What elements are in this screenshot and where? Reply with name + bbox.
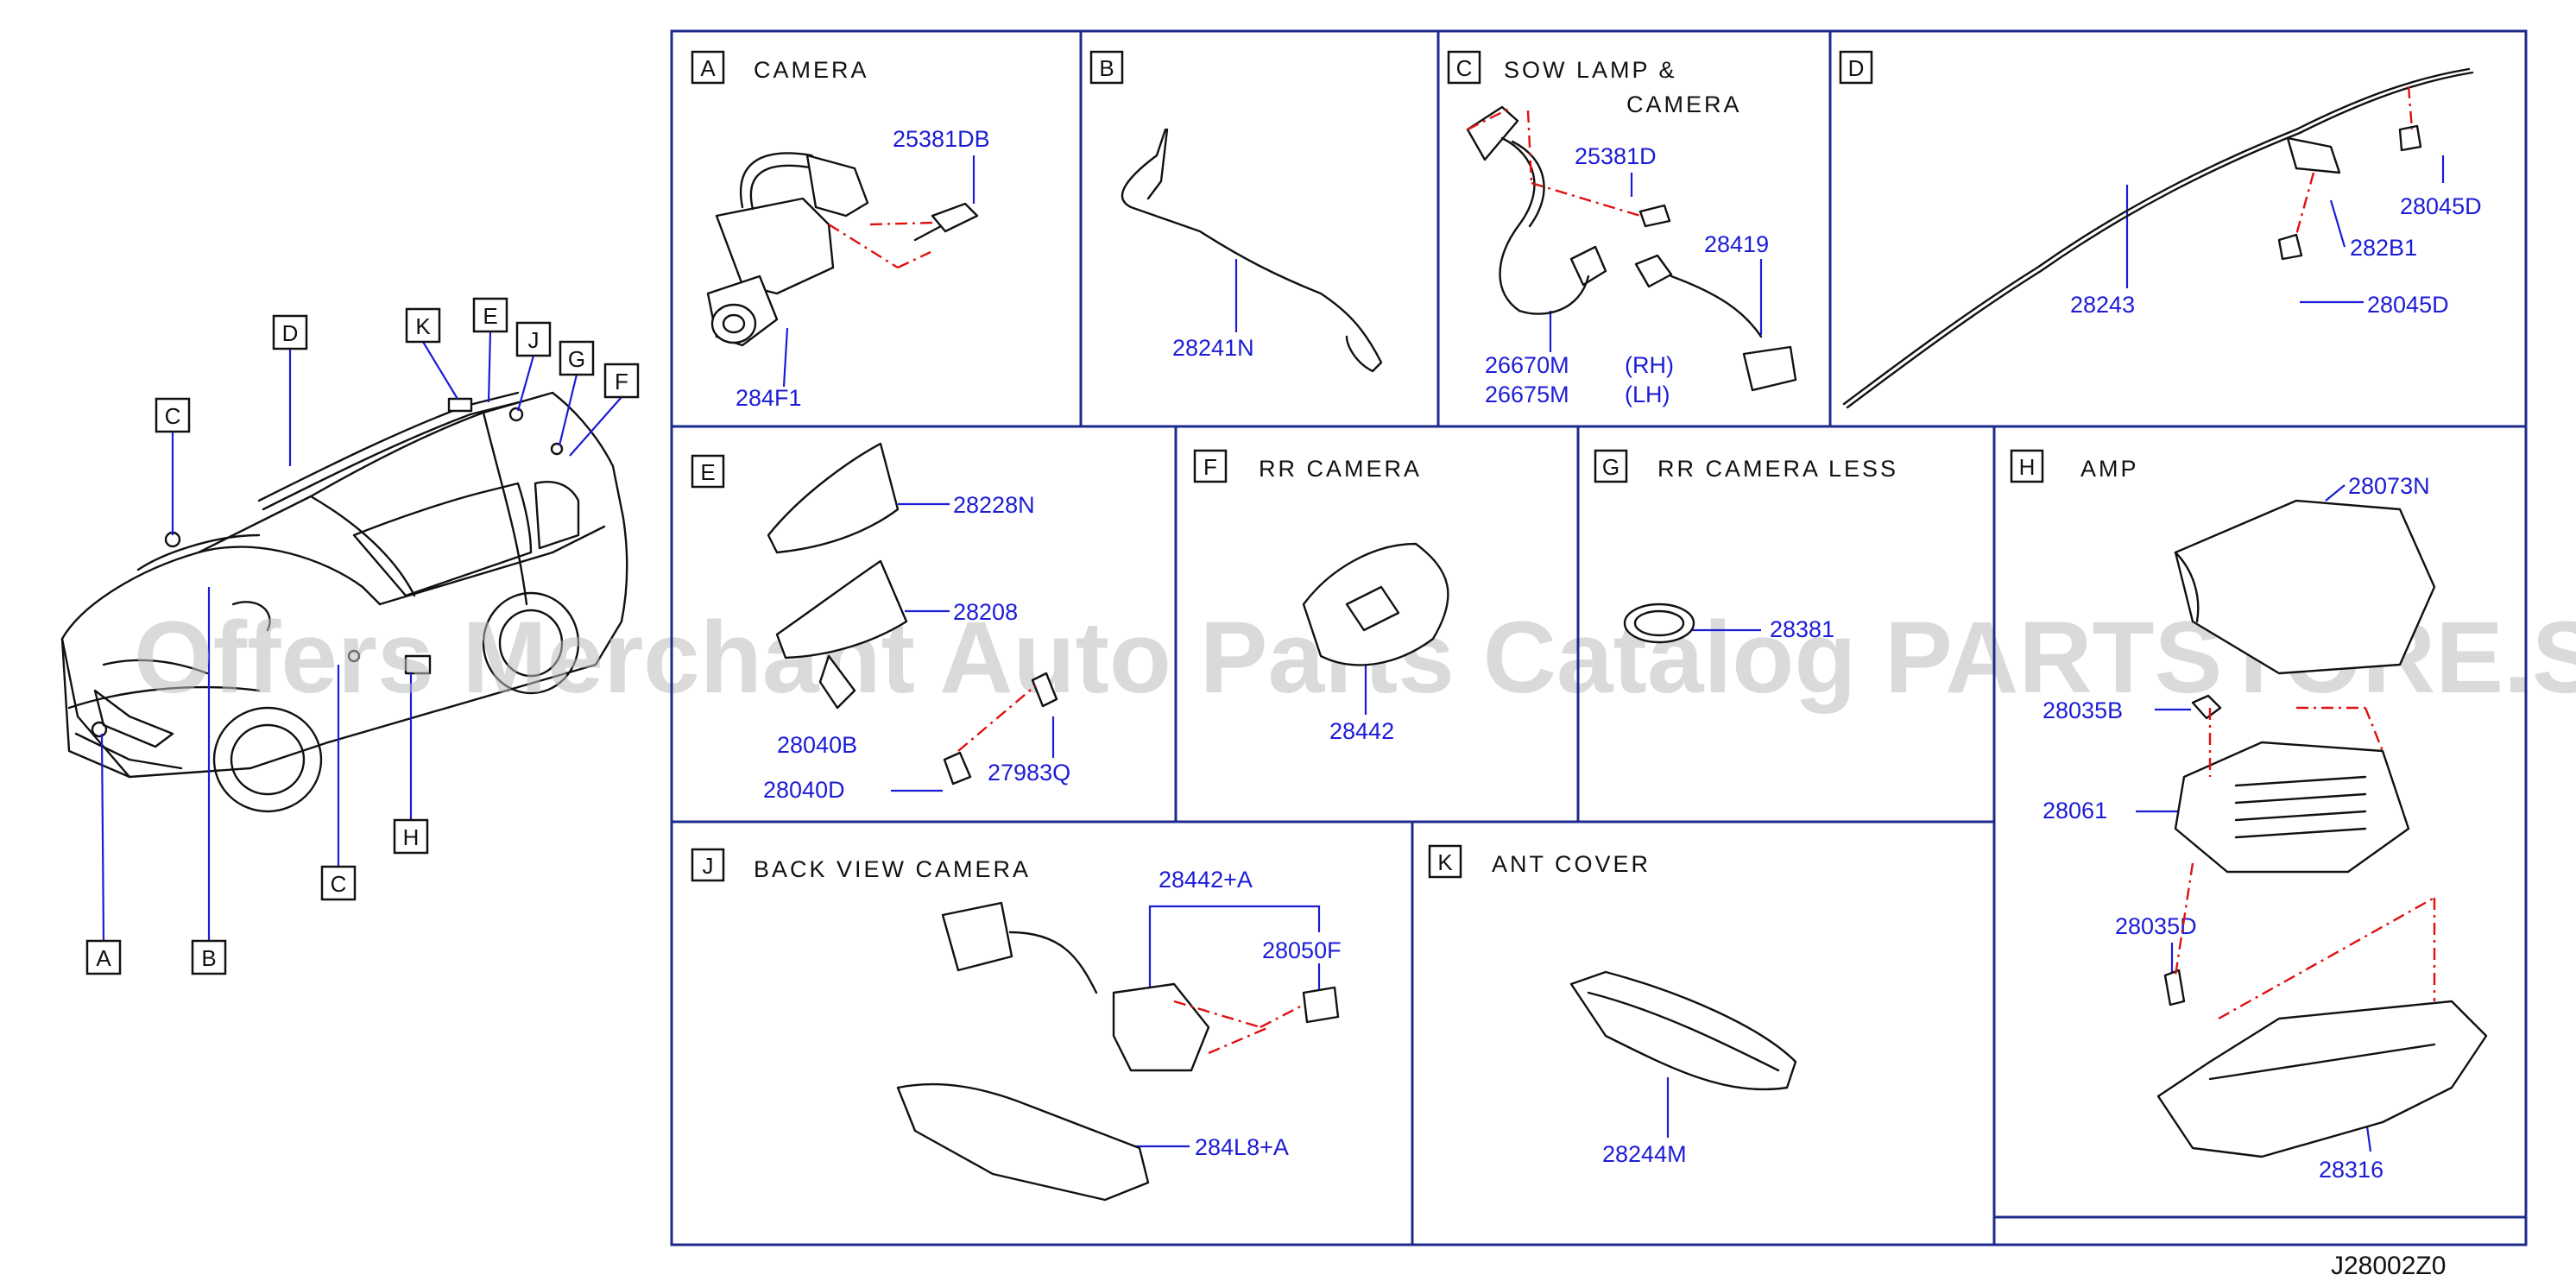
callout-E: E [483, 303, 497, 329]
rr-camera-drawing [1302, 542, 1449, 666]
part-28035B: 28035B [2042, 697, 2123, 723]
part-28040B: 28040B [777, 732, 857, 758]
section-A-title: CAMERA [754, 57, 869, 83]
label-RH: (RH) [1625, 352, 1674, 378]
roof-harness-drawing [1842, 67, 2471, 406]
part-28050F: 28050F [1262, 937, 1342, 963]
back-camera-drawing [1112, 982, 1210, 1072]
part-28442+A: 28442+A [1159, 867, 1253, 893]
section-A-letter: A [700, 55, 716, 81]
callout-B: B [201, 945, 216, 971]
part-28316: 28316 [2319, 1157, 2383, 1183]
part-28244M: 28244M [1602, 1141, 1687, 1167]
section-D-letter: D [1848, 55, 1865, 81]
part-28243: 28243 [2070, 292, 2135, 318]
section-D: D 28243 28045D 282B1 28045D [1839, 50, 2482, 409]
fin-cover-drawing [767, 442, 900, 554]
part-284L8+A: 284L8+A [1195, 1134, 1289, 1160]
part-25381DB: 25381DB [893, 126, 990, 152]
part-28061: 28061 [2042, 798, 2107, 824]
callout-C-bottom: C [331, 871, 347, 897]
section-J-title: BACK VIEW CAMERA [754, 856, 1031, 882]
part-28045D-b: 28045D [2367, 292, 2449, 318]
part-28419: 28419 [1704, 231, 1769, 257]
diagram-code: J28002Z0 [2331, 1252, 2446, 1280]
section-J-letter: J [703, 853, 714, 879]
section-G: G RR CAMERA LESS 28381 [1594, 449, 1898, 644]
section-G-letter: G [1602, 454, 1619, 480]
section-C-title-1: SOW LAMP & [1504, 57, 1677, 83]
callout-J: J [528, 327, 540, 353]
section-F: F RR CAMERA 28442 [1193, 449, 1449, 744]
section-E-letter: E [700, 459, 715, 485]
part-28040D: 28040D [763, 777, 845, 803]
callout-A: A [96, 945, 111, 971]
garnish-drawing [896, 1082, 1150, 1202]
part-28381: 28381 [1770, 616, 1834, 642]
section-F-letter: F [1203, 454, 1217, 480]
part-28073N: 28073N [2348, 473, 2430, 499]
section-K-letter: K [1437, 849, 1453, 875]
part-28045D-a: 28045D [2400, 193, 2482, 219]
section-C: C SOW LAMP & CAMERA 25381D 28419 26670M … [1447, 50, 1797, 407]
section-F-title: RR CAMERA [1259, 456, 1422, 482]
section-C-title-2: CAMERA [1626, 92, 1742, 117]
amp-cover-drawing [2174, 499, 2436, 675]
vehicle-illustration [60, 391, 628, 813]
section-grid [670, 29, 2528, 1246]
amp-unit-drawing [2174, 741, 2410, 874]
part-282B1: 282B1 [2350, 235, 2417, 261]
callout-D: D [282, 320, 299, 346]
part-284F1: 284F1 [736, 385, 802, 411]
part-26675M: 26675M [1485, 382, 1569, 407]
section-H-title: AMP [2080, 456, 2139, 482]
callout-K: K [415, 313, 431, 339]
part-25381D: 25381D [1575, 143, 1657, 169]
section-B: B 28241N [1089, 50, 1383, 373]
callout-H: H [403, 824, 420, 850]
section-C-letter: C [1456, 55, 1473, 81]
section-H: H AMP 28073N 28035B 28061 28035D 28316 [2010, 449, 2488, 1183]
camera-bracket-drawing [715, 197, 835, 295]
connector-drawing [941, 901, 1013, 972]
part-26670M: 26670M [1485, 352, 1569, 378]
section-K-title: ANT COVER [1492, 851, 1651, 877]
section-J: J BACK VIEW CAMERA 28442+A 28050F 284L8+… [691, 848, 1342, 1202]
part-28228N: 28228N [953, 492, 1035, 518]
label-LH: (LH) [1625, 382, 1670, 407]
section-K: K ANT COVER 28244M [1428, 844, 1797, 1167]
callout-F: F [615, 369, 628, 394]
section-H-letter: H [2019, 454, 2036, 480]
ant-cover-drawing [1569, 970, 1797, 1091]
part-27983Q: 27983Q [988, 760, 1070, 786]
amp-bracket-drawing [2156, 1000, 2488, 1158]
part-28035D: 28035D [2115, 913, 2197, 939]
harness-drawing [1121, 128, 1383, 373]
vehicle-callouts: C D K E J G F A B C [85, 297, 640, 975]
section-G-title: RR CAMERA LESS [1657, 456, 1898, 482]
section-E: E 28228N 28208 28040B 28040D 27983Q [691, 442, 1070, 803]
callout-C-top: C [165, 403, 181, 429]
part-28241N: 28241N [1172, 335, 1254, 361]
section-B-letter: B [1099, 55, 1114, 81]
callout-G: G [568, 346, 585, 372]
part-28442: 28442 [1329, 718, 1394, 744]
part-28208: 28208 [953, 599, 1018, 625]
section-A: A CAMERA 25381DB 284F1 [691, 50, 990, 411]
